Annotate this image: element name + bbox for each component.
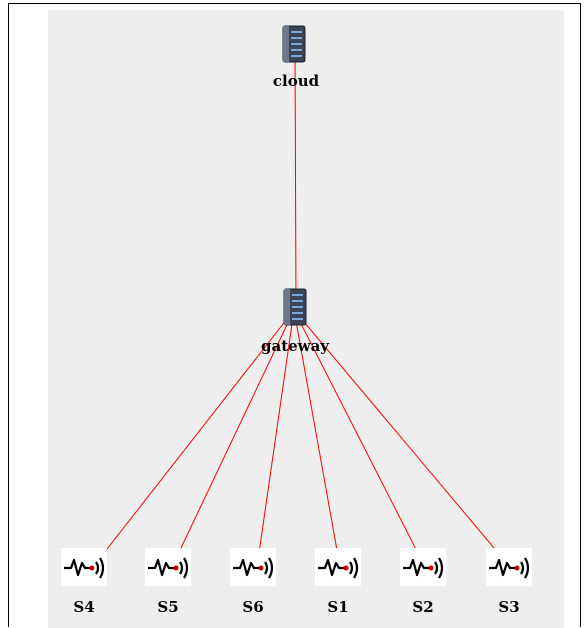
sensor-icon	[486, 548, 532, 586]
link-gateway-s3	[293, 309, 511, 568]
node-label-s5: S5	[157, 598, 179, 616]
node-label-s6: S6	[242, 598, 264, 616]
node-label-s1: S1	[327, 598, 349, 616]
link-gateway-s5	[171, 309, 295, 568]
link-gateway-s1	[293, 309, 341, 568]
link-gateway-s2	[293, 309, 426, 568]
node-label-s3: S3	[498, 598, 520, 616]
sensor-icon	[400, 548, 446, 586]
node-label-s2: S2	[412, 598, 434, 616]
server-icon	[282, 25, 306, 63]
node-label-s4: S4	[73, 598, 95, 616]
node-label-cloud: cloud	[272, 72, 320, 90]
server-icon	[283, 288, 307, 326]
sensor-icon	[61, 548, 107, 586]
sensor-icon	[145, 548, 191, 586]
link-gateway-s4	[92, 309, 295, 568]
sensor-icon	[230, 548, 276, 586]
link-cloud-gateway	[294, 41, 297, 308]
link-gateway-s6	[256, 309, 295, 568]
node-label-gateway: gateway	[260, 337, 330, 355]
sensor-icon	[315, 548, 361, 586]
